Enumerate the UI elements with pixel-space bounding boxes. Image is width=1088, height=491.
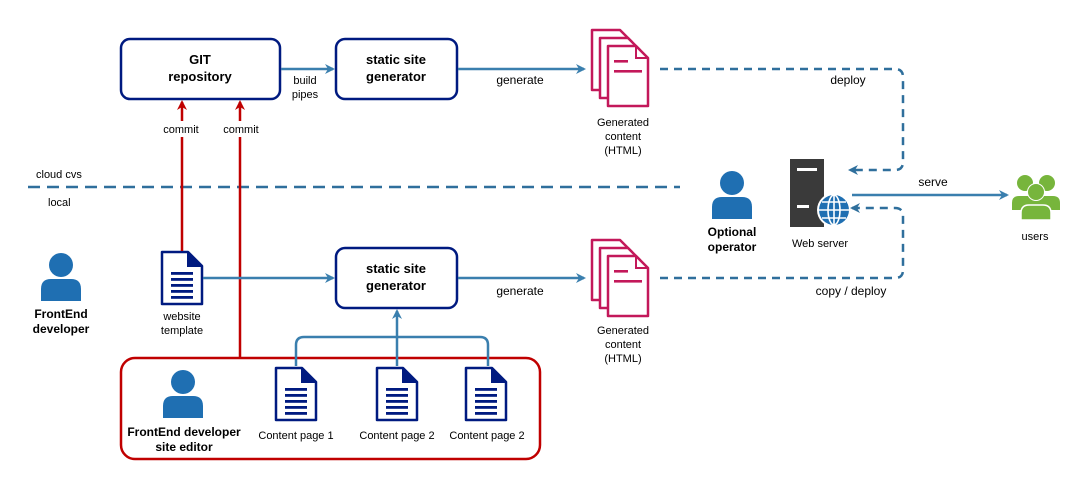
frontend-developer-icon <box>41 253 81 301</box>
generated-content-bottom-line3: (HTML) <box>604 353 641 365</box>
generate-bottom-label: generate <box>496 284 544 298</box>
copy-deploy-edge <box>660 203 905 280</box>
operator-person-icon <box>712 171 752 219</box>
site-editor-person-icon <box>163 370 203 418</box>
frontend-developer-line2: developer <box>33 322 90 336</box>
site-editor-line2: site editor <box>155 440 213 454</box>
website-template-icon <box>160 250 204 306</box>
website-template-line2: template <box>161 325 203 337</box>
commit-left-label: commit <box>163 124 198 136</box>
web-server-label: Web server <box>792 238 848 250</box>
users-icon <box>1012 175 1060 221</box>
content-page-2-label: Content page 2 <box>359 430 434 442</box>
zone-local-label: local <box>48 197 71 209</box>
site-editor-line1: FrontEnd developer <box>127 425 241 439</box>
website-template-line1: website <box>162 311 200 323</box>
serve-label: serve <box>918 175 948 189</box>
ssg-bottom-line2: generator <box>366 278 426 293</box>
ssg-top-line1: static site <box>366 52 426 67</box>
generated-content-top-line1: Generated <box>597 117 649 129</box>
zone-cloud-label: cloud cvs <box>36 169 82 181</box>
site-editor-group <box>119 356 542 461</box>
content-page-3-icon <box>464 366 508 422</box>
operator-line2: operator <box>708 240 757 254</box>
generated-content-bottom-icon <box>590 238 650 318</box>
content-page-2-icon <box>375 366 419 422</box>
content-page-1-label: Content page 1 <box>258 430 333 442</box>
frontend-developer-line1: FrontEnd <box>34 307 87 321</box>
git-repository-subtitle: repository <box>168 69 232 84</box>
operator-line1: Optional <box>708 225 757 239</box>
commit-right-label: commit <box>223 124 258 136</box>
generated-content-bottom-line2: content <box>605 339 641 351</box>
users-label: users <box>1022 231 1049 243</box>
generated-content-top-line2: content <box>605 131 641 143</box>
content-to-ssg-bracket <box>294 335 490 366</box>
content-page-3-label: Content page 2 <box>449 430 524 442</box>
deploy-edge <box>660 67 905 175</box>
copy-deploy-label: copy / deploy <box>816 284 887 298</box>
build-pipes-label-line1: build <box>293 75 316 87</box>
ssg-bottom-node[interactable] <box>334 246 459 310</box>
generated-content-top-line3: (HTML) <box>604 145 641 157</box>
git-repository-node[interactable] <box>119 37 282 101</box>
generate-top-label: generate <box>496 73 544 87</box>
build-pipes-label-line2: pipes <box>292 89 319 101</box>
web-server-icon <box>790 159 851 227</box>
git-repository-title: GIT <box>189 52 211 67</box>
generated-content-bottom-line1: Generated <box>597 325 649 337</box>
deploy-label: deploy <box>830 73 865 87</box>
ssg-bottom-line1: static site <box>366 261 426 276</box>
generated-content-top-icon <box>590 28 650 108</box>
content-page-1-icon <box>274 366 318 422</box>
ssg-top-line2: generator <box>366 69 426 84</box>
ssg-top-node[interactable] <box>334 37 459 101</box>
